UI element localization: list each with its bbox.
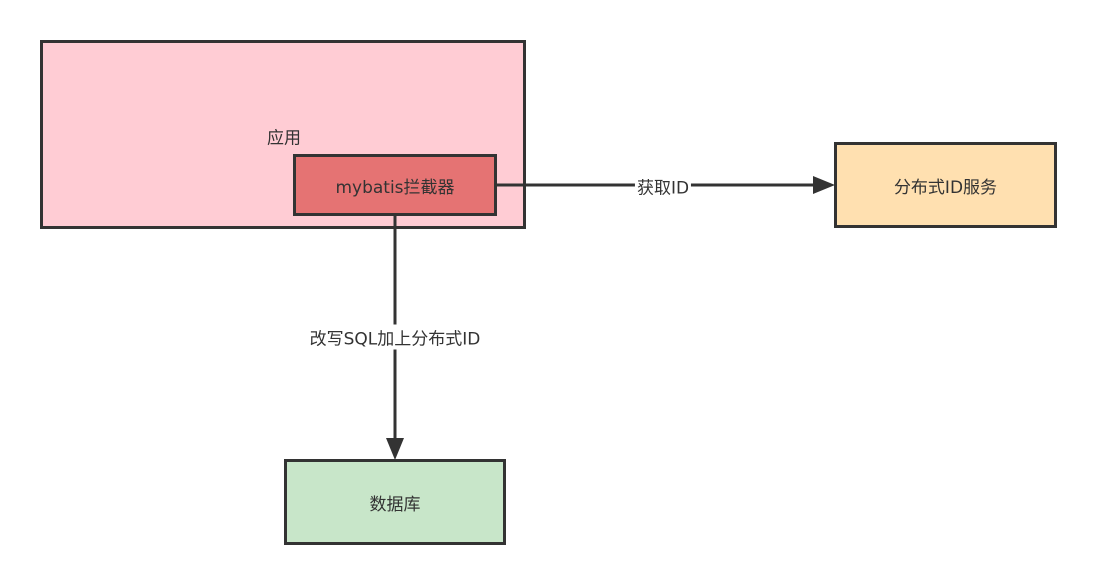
app-node (40, 40, 526, 229)
rewrite-sql-edge-label: 改写SQL加上分布式ID (307, 324, 483, 350)
get-id-edge-label: 获取ID (634, 173, 692, 199)
database-label: 数据库 (369, 494, 421, 515)
arrowhead-down (386, 438, 404, 460)
database-node: 数据库 (284, 459, 506, 545)
id-service-label: 分布式ID服务 (893, 177, 998, 198)
interceptor-label: mybatis拦截器 (335, 177, 455, 198)
app-label: 应用 (267, 128, 301, 149)
arrowhead-right (813, 176, 835, 194)
id-service-node: 分布式ID服务 (834, 142, 1057, 228)
interceptor-node: mybatis拦截器 (293, 154, 497, 216)
